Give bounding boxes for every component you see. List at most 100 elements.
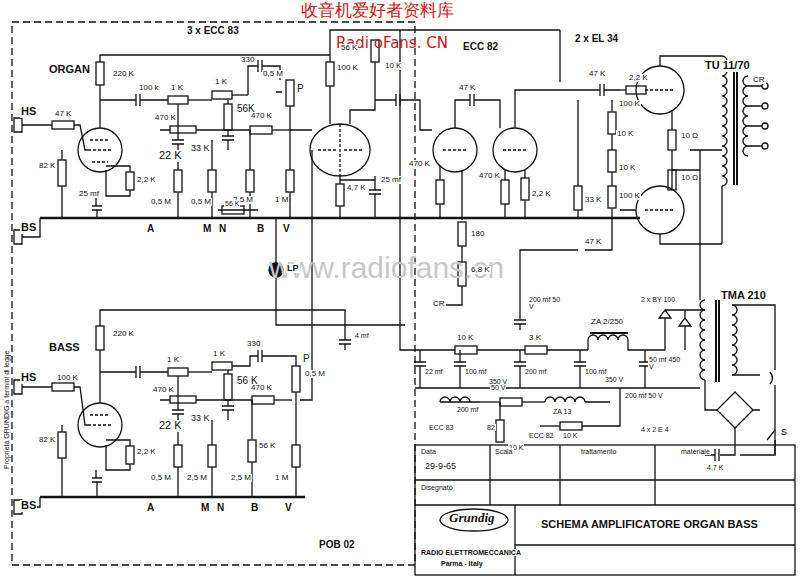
watermark: 收音机爱好者资料库 <box>300 2 455 20</box>
component-label: TU 11/70 <box>704 60 751 72</box>
component-label: 10 K <box>616 130 634 138</box>
component-label: ZA 2/250 <box>590 318 624 326</box>
component-label: 2,5 M <box>230 474 252 482</box>
title-block <box>415 445 795 575</box>
jack-symbol <box>14 118 40 514</box>
component-label: CR <box>432 300 446 308</box>
component-label: 200 mf <box>456 406 479 413</box>
component-label: 6,8 K <box>470 266 491 274</box>
component-label: 10 Ω <box>680 132 699 140</box>
power-supply-wiring <box>400 30 775 461</box>
component-label: V <box>282 224 291 235</box>
component-label: 56 K <box>340 44 358 52</box>
component-label: 100 K <box>618 192 641 200</box>
component-label: 33 K <box>584 196 602 204</box>
lamp-symbol <box>269 218 405 350</box>
component-label: A <box>146 503 155 514</box>
component-label: ECC 82 <box>462 42 499 53</box>
component-label: BS <box>20 222 37 234</box>
component-label: 470 K <box>478 172 501 180</box>
component-label: 1 M <box>274 474 289 482</box>
component-label: A <box>146 224 155 235</box>
component-label: 25 mf <box>78 190 100 198</box>
component-label: 330 <box>246 340 261 348</box>
component-label: 200 mf 50 V <box>624 392 666 399</box>
component-label: 10 K <box>618 164 636 172</box>
component-label: N <box>218 224 227 235</box>
component-label: P <box>302 354 311 365</box>
component-label: 22 K <box>158 150 183 162</box>
component-label: 47 K <box>588 70 606 78</box>
component-label: Grundig <box>448 511 496 525</box>
component-label: 330 <box>240 56 255 64</box>
component-label: 2,2 K <box>136 176 157 184</box>
component-label: 2 x BY 100 <box>640 296 676 303</box>
component-label: ZA 13 <box>552 408 572 415</box>
component-label: 22 K <box>158 420 183 432</box>
component-label: 47 K <box>584 238 602 246</box>
component-label: 180 <box>470 230 485 238</box>
component-label: 82 K <box>38 162 56 170</box>
component-label: 4,7 K <box>706 464 724 471</box>
component-label: 220 K <box>112 330 135 338</box>
component-label: 4 x 2 E 4 <box>640 426 670 433</box>
component-label: M <box>200 503 210 514</box>
component-label: 33 K <box>190 144 211 153</box>
component-label: 0,5 M <box>262 70 284 78</box>
component-label: 25 mf <box>380 176 402 184</box>
component-label: 50 mf 450 V <box>648 356 686 371</box>
component-label: 47 K <box>458 84 476 92</box>
component-label: trattamento <box>580 448 617 455</box>
component-label: Parma - Italy <box>440 560 484 567</box>
component-label: 3 K <box>528 334 542 342</box>
component-label: 100 K <box>56 374 79 382</box>
component-label: 56 K <box>258 442 276 450</box>
output-wiring <box>585 56 768 300</box>
component-label: 1 K <box>166 356 180 364</box>
ground-bus <box>40 496 305 498</box>
component-label: 470 K <box>152 386 175 394</box>
component-label: 470 K <box>250 384 273 392</box>
component-label: 22 mf <box>424 368 444 375</box>
component-label: 0,5 M <box>150 198 172 206</box>
component-label: 200 mf <box>524 368 547 375</box>
component-label: 100 k <box>138 84 160 92</box>
component-label: HS <box>20 106 37 118</box>
component-label: 2,5 M <box>186 474 208 482</box>
component-label: Proprietà GRUNDIG a termini di legge <box>3 349 10 470</box>
component-label: TMA 210 <box>720 290 767 302</box>
component-label: 47 K <box>54 110 72 118</box>
component-label: M <box>202 224 212 235</box>
component-label: 50 V <box>490 384 506 391</box>
component-label: 100 K <box>618 100 641 108</box>
component-label: HS <box>20 372 37 384</box>
component-label: BS <box>20 500 37 512</box>
component-label: 82 K <box>38 436 56 444</box>
component-label: RADIO ELETTROMECCANICA <box>420 549 522 556</box>
component-label: ECC 83 <box>428 424 455 431</box>
component-label: 1 K <box>170 84 184 92</box>
component-label: BASS <box>48 342 81 354</box>
component-label: SCHEMA AMPLIFICATORE ORGAN BASS <box>540 519 759 531</box>
component-label: 470 K <box>250 112 273 120</box>
component-label: 29-9-65 <box>424 462 457 471</box>
component-label: 2,2 K <box>531 190 552 198</box>
bass-preamp-wiring <box>32 150 345 497</box>
component-label: 1 K <box>212 350 226 358</box>
component-label: 350 V <box>604 376 624 383</box>
component-label: S <box>780 428 788 437</box>
component-label: ORGAN <box>48 64 91 76</box>
component-label: 2 x EL 34 <box>574 34 619 45</box>
component-label: 10 Ω <box>680 174 699 182</box>
component-label: N <box>216 503 225 514</box>
component-label: B <box>250 503 259 514</box>
component-label: 220 K <box>112 70 135 78</box>
component-label: 56 K <box>224 200 240 207</box>
component-label: 1 K <box>214 78 228 86</box>
component-label: materiale <box>680 448 711 455</box>
component-label: 2,2 K <box>628 74 649 82</box>
component-label: CR <box>752 76 766 84</box>
dashed-enclosure <box>12 22 415 565</box>
